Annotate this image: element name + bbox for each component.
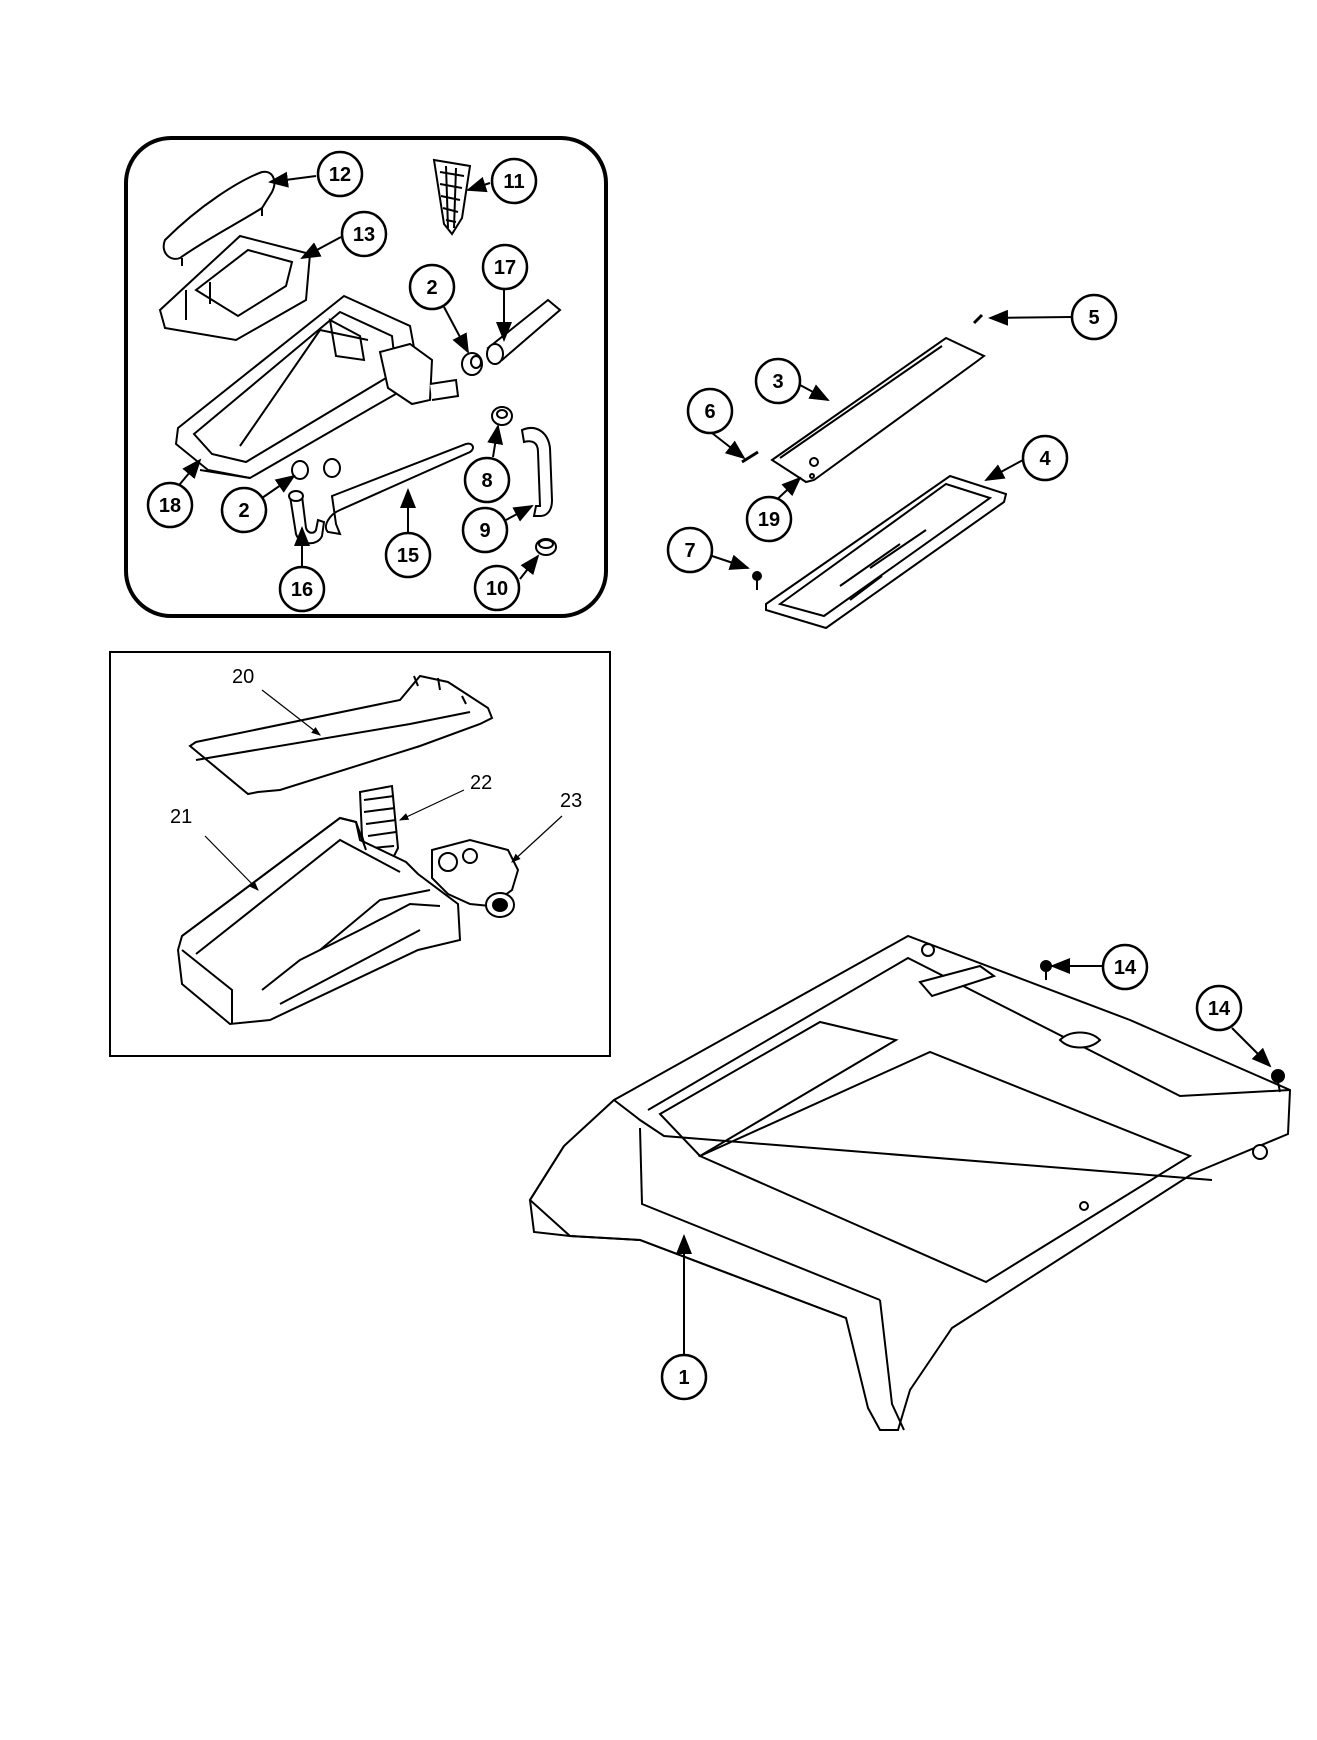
part-2-grommet-upper: [461, 352, 483, 376]
part-3-lid-panel: [770, 336, 986, 484]
part-9-curved-hose: [520, 427, 554, 517]
callout-3: 3: [772, 371, 783, 393]
label-22: 22: [470, 772, 492, 794]
part-13-cup: [158, 234, 312, 342]
part-17-hose: [486, 298, 562, 365]
part-11-grille: [432, 158, 472, 236]
dispenser-assembly-panel-frame: [109, 651, 611, 1057]
callout-19: 19: [758, 509, 780, 531]
part-19-screw: [809, 457, 819, 479]
part-21-housing: [176, 816, 462, 1026]
callout-15: 15: [397, 545, 419, 567]
callout-7: 7: [684, 540, 695, 562]
part-1-top-cover: [528, 934, 1292, 1431]
callout-14-b: 14: [1208, 998, 1231, 1020]
callout-2-lower: 2: [238, 500, 249, 522]
part-4-frame: [765, 474, 1008, 630]
callout-11: 11: [503, 171, 524, 193]
part-10-ring: [535, 538, 557, 556]
part-8-cap: [491, 406, 513, 426]
callout-14-a: 14: [1114, 957, 1137, 979]
part-14-screw-b: [1271, 1069, 1285, 1093]
part-14-screw-a: [1040, 960, 1052, 980]
label-23: 23: [560, 790, 582, 812]
callout-circles: [146, 150, 1243, 1401]
label-21: 21: [170, 806, 192, 828]
callout-4: 4: [1039, 448, 1051, 470]
callout-1: 1: [678, 1367, 689, 1389]
leader-lines-thin: [204, 689, 563, 891]
label-20: 20: [232, 666, 254, 688]
part-23-valve: [431, 838, 520, 918]
callout-5: 5: [1088, 307, 1099, 329]
part-5-pin: [972, 313, 984, 325]
callout-16: 16: [291, 579, 313, 601]
part-6-pin: [741, 450, 759, 464]
callout-13: 13: [353, 224, 375, 246]
dispenser-panel-frame: [124, 136, 608, 618]
callout-10: 10: [486, 578, 508, 600]
part-16-short-hose: [288, 490, 326, 545]
callout-2-upper: 2: [426, 277, 437, 299]
part-2-grommet-lower: [291, 458, 341, 480]
leader-lines: [174, 171, 1272, 1354]
callout-6: 6: [704, 401, 715, 423]
part-15-long-hose: [324, 442, 474, 536]
callout-18: 18: [159, 495, 181, 517]
part-12-cover: [162, 170, 276, 266]
callout-12: 12: [329, 164, 351, 186]
callout-8: 8: [481, 470, 492, 492]
part-20-lid: [188, 674, 494, 796]
callout-9: 9: [479, 520, 490, 542]
part-7-screw: [752, 571, 762, 590]
callout-17: 17: [494, 257, 516, 279]
part-18-dispenser-tray: [174, 294, 460, 480]
